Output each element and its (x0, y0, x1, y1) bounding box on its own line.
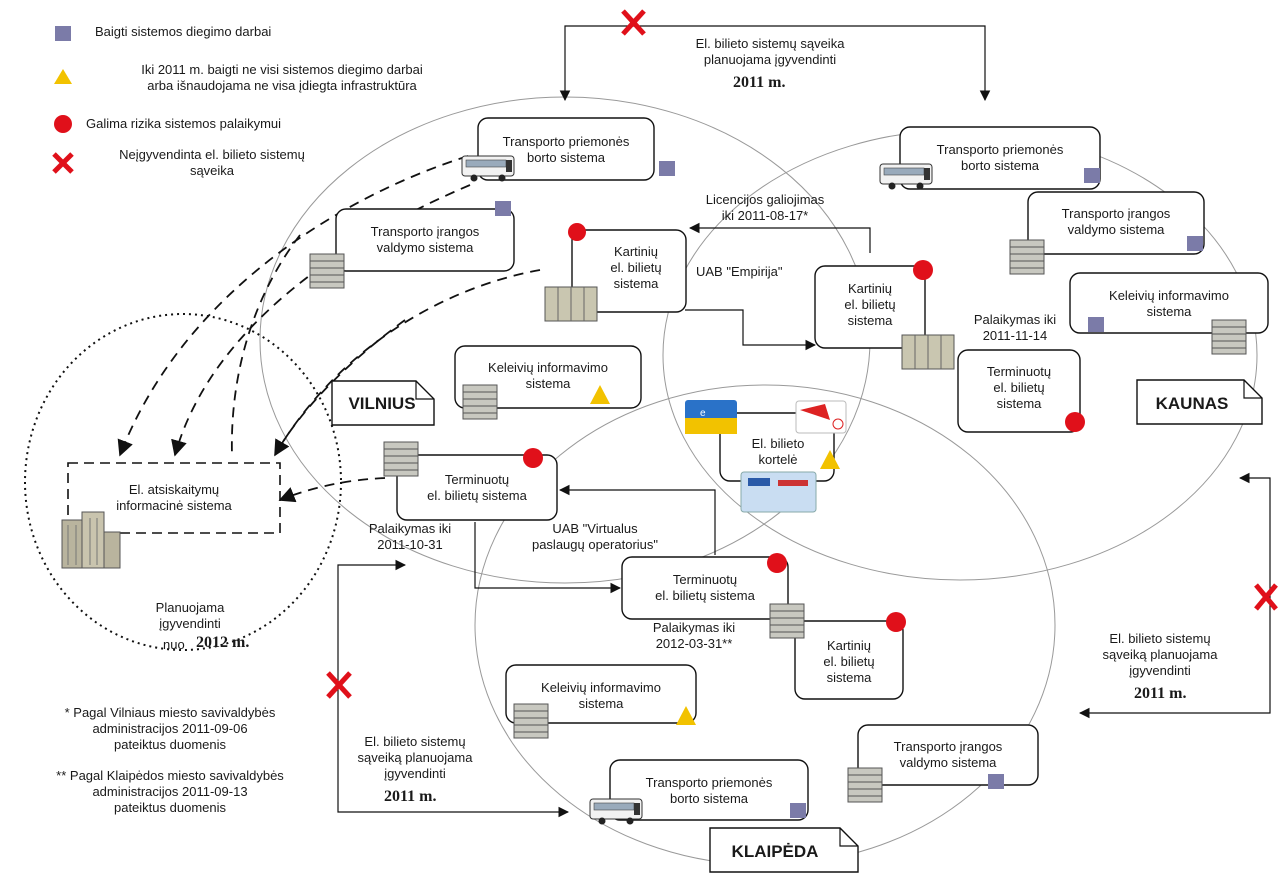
legend-x-icon (52, 152, 74, 174)
settlement-plan-from: nuo (163, 637, 185, 652)
legend-partial-label: Iki 2011 m. baigti ne visi sistemos dieg… (141, 62, 423, 93)
vilnius-label: VILNIUS (348, 394, 416, 413)
card-image-bottom (740, 471, 817, 513)
klaipeda-label: KLAIPĖDA (731, 842, 819, 861)
top-link-label: El. bilieto sistemų sąveika planuojama į… (695, 36, 845, 67)
left-link-year: 2011 m. (384, 788, 437, 805)
kaunas-label: KAUNAS (1155, 394, 1229, 413)
card-image-left: e (685, 400, 737, 434)
card-image-right (795, 400, 847, 434)
right-link-year: 2011 m. (1134, 685, 1187, 702)
legend-circle-icon (54, 115, 72, 133)
top-link-year: 2011 m. (733, 74, 786, 91)
legend-completed-label: Baigti sistemos diegimo darbai (95, 24, 272, 39)
svg-text:e: e (700, 408, 706, 419)
legend-square-icon (55, 26, 71, 41)
settlement-building-icon (61, 511, 121, 569)
left-x-icon (326, 671, 352, 699)
legend-triangle-icon (54, 69, 72, 84)
settlement-plan-year: 2012 m. (196, 634, 250, 651)
top-x-icon (621, 9, 646, 36)
empirija-label: UAB "Empirija" (696, 264, 783, 279)
legend-risk-label: Galima rizika sistemos palaikymui (86, 116, 282, 131)
right-x-icon (1254, 583, 1278, 611)
legend-not-implemented-label: Neįgyvendinta el. bilieto sistemų sąveik… (119, 147, 305, 178)
settlement-dotted-circle (24, 313, 342, 651)
